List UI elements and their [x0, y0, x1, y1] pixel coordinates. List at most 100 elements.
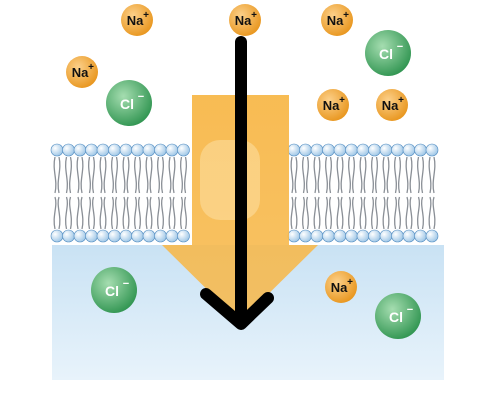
- lipid-tails: [145, 156, 153, 230]
- lipid-tails: [428, 156, 436, 230]
- phospholipid-head: [177, 229, 190, 243]
- lipid-tails: [99, 156, 107, 230]
- phospholipid-head: [391, 143, 404, 157]
- phospholipid-head: [345, 229, 358, 243]
- sodium-ion-label: Na: [72, 65, 89, 80]
- lipid-tails: [371, 156, 378, 230]
- lipid-tails: [88, 156, 95, 230]
- phospholipid-head: [287, 143, 301, 157]
- sodium-ion-sphere: [317, 89, 349, 121]
- sodium-ion-label: Na: [382, 98, 399, 113]
- chloride-ion-label: Cl: [379, 46, 393, 62]
- lipid-tails: [325, 156, 332, 230]
- lipid-tails: [348, 156, 355, 230]
- phospholipid-head: [402, 229, 416, 243]
- phospholipid-head: [414, 229, 427, 243]
- ion-charge: −: [397, 41, 403, 53]
- phospholipid-head: [85, 143, 98, 157]
- phospholipid-head: [333, 229, 347, 243]
- lipid-tails: [394, 156, 401, 230]
- lipid-tails: [313, 156, 321, 230]
- phospholipid-head: [414, 143, 427, 157]
- lipid-tails: [359, 156, 367, 230]
- ion-charge: −: [407, 304, 413, 316]
- phospholipid-head: [345, 143, 358, 157]
- phospholipid-head: [299, 229, 312, 243]
- chloride-ion: Cl−: [375, 293, 421, 339]
- phospholipid-head: [177, 143, 190, 157]
- chloride-ion: Cl−: [91, 267, 137, 313]
- ions: Na+Na+Na+Na+Cl−Cl−Na+Na+Cl−Na+Cl−: [66, 4, 421, 339]
- phospholipid-head: [379, 229, 393, 243]
- sodium-ion: Na+: [376, 89, 408, 121]
- phospholipid-head: [108, 143, 121, 157]
- lipid-tails: [122, 156, 130, 230]
- chloride-ion-sphere: [91, 267, 137, 313]
- sodium-ion-label: Na: [127, 13, 144, 28]
- phospholipid-head: [165, 229, 179, 243]
- sodium-ion: Na+: [121, 4, 153, 36]
- lipid-tails: [405, 156, 413, 230]
- ion-charge: +: [347, 277, 353, 288]
- ion-charge: +: [251, 10, 257, 21]
- chloride-ion: Cl−: [106, 80, 152, 126]
- lipid-tails: [111, 156, 118, 230]
- lipid-tails: [168, 156, 176, 230]
- sodium-ion-sphere: [66, 56, 98, 88]
- phospholipid-head: [96, 229, 110, 243]
- phospholipid-head: [108, 229, 121, 243]
- phospholipid-head: [154, 229, 167, 243]
- phospholipid-head: [322, 229, 335, 243]
- phospholipid-head: [131, 143, 144, 157]
- lipid-tails: [53, 156, 61, 230]
- phospholipid-head: [356, 229, 370, 243]
- sodium-ion: Na+: [325, 271, 357, 303]
- phospholipid-head: [96, 143, 110, 157]
- chloride-ion: Cl−: [365, 30, 411, 76]
- lipid-tails: [382, 156, 390, 230]
- sodium-ion-sphere: [376, 89, 408, 121]
- phospholipid-head: [310, 229, 324, 243]
- ion-charge: +: [398, 95, 404, 106]
- chloride-ion-label: Cl: [120, 96, 134, 112]
- ion-movement-arrow: [200, 36, 274, 330]
- phospholipid-head: [73, 229, 87, 243]
- ion-charge: +: [339, 95, 345, 106]
- chloride-ion-sphere: [375, 293, 421, 339]
- lipid-tails: [336, 156, 344, 230]
- phospholipid-head: [62, 143, 75, 157]
- ion-charge: −: [123, 278, 129, 290]
- lipid-tails: [290, 156, 298, 230]
- sodium-ion-label: Na: [235, 13, 252, 28]
- phospholipid-head: [322, 143, 335, 157]
- phospholipid-head: [131, 229, 144, 243]
- phospholipid-head: [391, 229, 404, 243]
- ion-charge: −: [138, 91, 144, 103]
- phospholipid-head: [368, 229, 381, 243]
- sodium-ion-sphere: [321, 4, 353, 36]
- sodium-ion-label: Na: [331, 280, 348, 295]
- chloride-ion-label: Cl: [389, 309, 403, 325]
- phospholipid-head: [119, 143, 133, 157]
- sodium-ion-sphere: [121, 4, 153, 36]
- ion-charge: +: [88, 62, 94, 73]
- phospholipid-head: [50, 143, 64, 157]
- ion-charge: +: [343, 10, 349, 21]
- sodium-ion: Na+: [321, 4, 353, 36]
- phospholipid-head: [425, 143, 439, 157]
- lipid-tails: [157, 156, 164, 230]
- phospholipid-head: [333, 143, 347, 157]
- sodium-ion: Na+: [317, 89, 349, 121]
- lipid-tails: [76, 156, 84, 230]
- chloride-ion-sphere: [365, 30, 411, 76]
- sodium-ion-label: Na: [327, 13, 344, 28]
- sodium-ion-sphere: [229, 4, 261, 36]
- phospholipid-head: [165, 143, 179, 157]
- lipid-tails: [65, 156, 72, 230]
- chloride-ion-sphere: [106, 80, 152, 126]
- phospholipid-head: [142, 229, 156, 243]
- phospholipid-head: [379, 143, 393, 157]
- lipid-tails: [134, 156, 141, 230]
- phospholipid-head: [299, 143, 312, 157]
